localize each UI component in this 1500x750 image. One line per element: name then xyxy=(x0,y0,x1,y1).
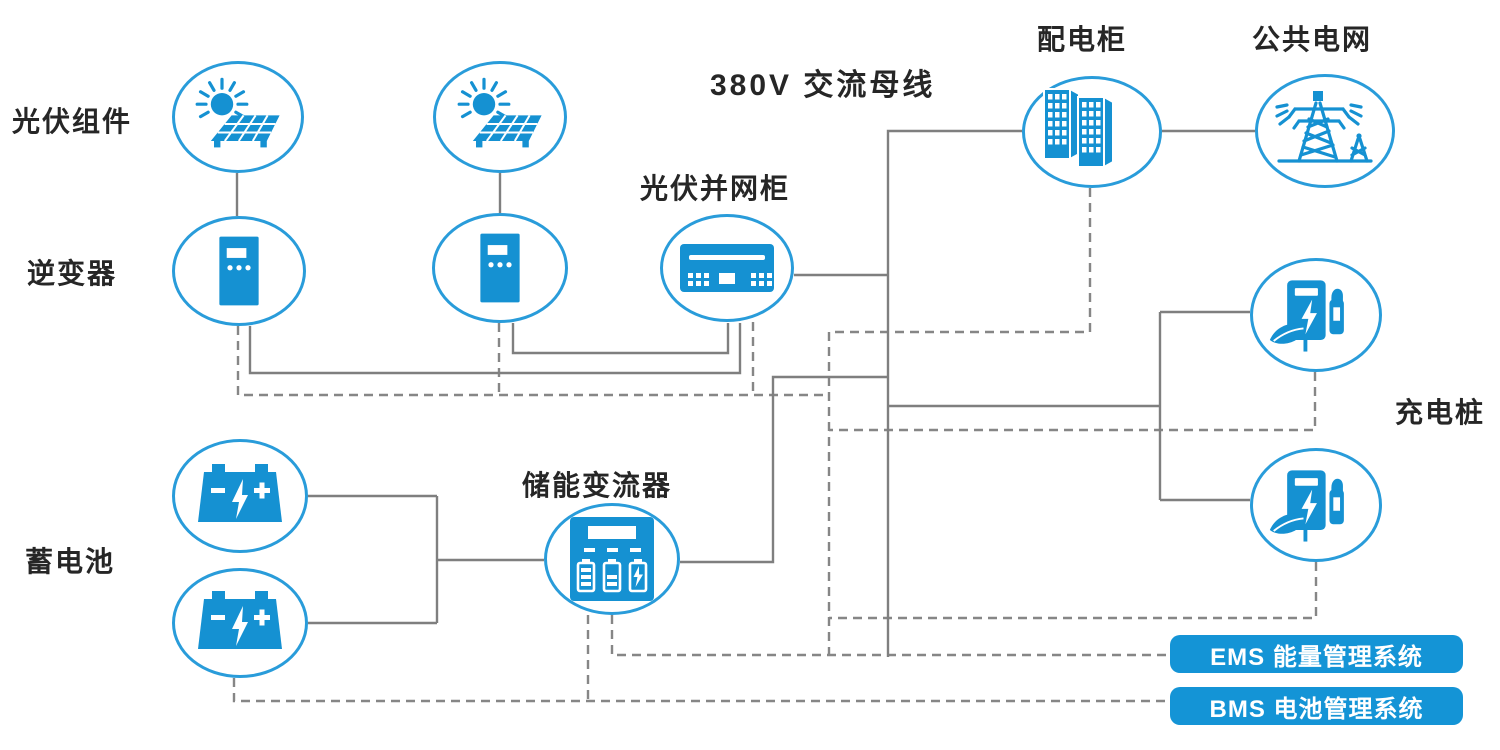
power-lines xyxy=(235,129,1255,657)
bms-box: BMS 电池管理系统 xyxy=(1170,687,1463,725)
battery-icon xyxy=(198,464,282,522)
node-charging-pile-1 xyxy=(1250,258,1382,372)
node-battery-1 xyxy=(172,439,308,553)
label-charging-pile: 充电桩 xyxy=(1395,397,1486,428)
storage-converter-icon xyxy=(570,517,654,601)
line-ev1-comm xyxy=(829,372,1317,432)
label-battery: 蓄电池 xyxy=(25,546,116,577)
distribution-cabinets-icon xyxy=(1043,87,1114,169)
grid-tie-cabinet-icon xyxy=(680,244,774,292)
line-inverter1-comm xyxy=(236,326,829,397)
line-bms xyxy=(232,678,1170,703)
line-ems xyxy=(610,615,1170,657)
label-distribution-cabinet: 配电柜 xyxy=(1037,24,1128,55)
line-ev-bracket xyxy=(888,310,1250,502)
ev-charger-icon xyxy=(1269,470,1344,542)
label-pv-grid-cabinet: 光伏并网柜 xyxy=(640,173,791,204)
node-battery-2 xyxy=(172,568,308,678)
line-inverter1-pvcabinet xyxy=(248,323,742,375)
label-storage-converter: 储能变流器 xyxy=(522,470,673,501)
node-storage-converter xyxy=(544,503,680,615)
label-inverter: 逆变器 xyxy=(27,258,118,289)
line-pcs-bus xyxy=(680,375,888,564)
line-battery-bracket xyxy=(308,494,544,625)
node-pv-module-2 xyxy=(433,61,567,173)
label-bus-title: 380V 交流母线 xyxy=(710,69,936,102)
line-inverter2-pvcabinet xyxy=(511,323,730,355)
line-ev2-comm xyxy=(829,562,1318,620)
node-pv-module-1 xyxy=(172,61,304,173)
transmission-tower-icon xyxy=(1275,91,1373,163)
line-bus xyxy=(886,129,1022,657)
comm-lines xyxy=(232,188,1318,703)
label-pv-module: 光伏组件 xyxy=(12,106,133,137)
node-distribution-cabinet xyxy=(1022,76,1162,188)
sun-solar-panel-icon xyxy=(195,77,280,148)
node-inverter-2 xyxy=(432,213,568,323)
inverter-cabinet-icon xyxy=(219,236,259,306)
line-distcabinet-comm xyxy=(829,188,1092,334)
node-pv-grid-cabinet xyxy=(660,214,794,322)
inverter-cabinet-icon xyxy=(480,233,520,303)
sun-solar-panel-icon xyxy=(457,77,542,148)
label-public-grid: 公共电网 xyxy=(1252,24,1373,55)
ems-box: EMS 能量管理系统 xyxy=(1170,635,1463,673)
battery-icon xyxy=(198,591,282,649)
ev-charger-icon xyxy=(1269,280,1344,352)
node-charging-pile-2 xyxy=(1250,448,1382,562)
node-public-grid xyxy=(1255,74,1395,188)
node-inverter-1 xyxy=(172,216,306,326)
